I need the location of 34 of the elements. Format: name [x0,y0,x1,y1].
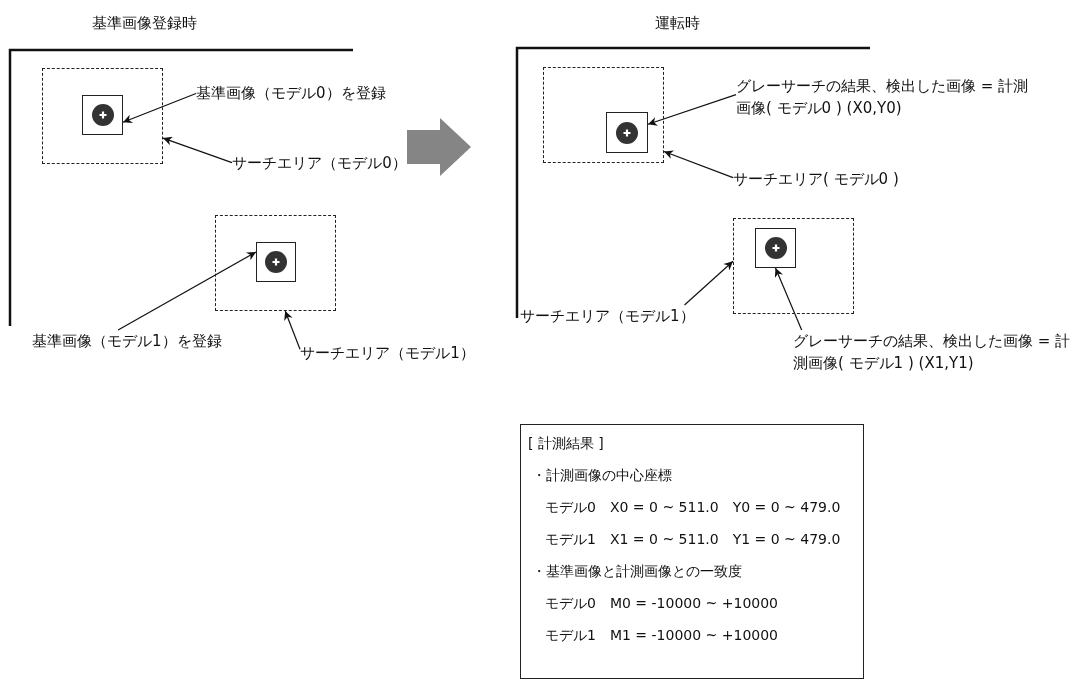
result-line: モデル1 X1 = 0 ~ 511.0 Y1 = 0 ~ 479.0 [545,530,841,549]
arrow [122,92,197,124]
result-line: モデル1 M1 = -10000 ~ +10000 [545,626,778,645]
arrow [663,150,734,179]
image-frame [82,95,123,135]
callout-text: 基準画像（モデル1）を登録 [32,331,223,352]
arrow [284,310,301,350]
arrow [647,94,737,126]
search-area-box [543,67,664,163]
result-line: ・計測画像の中心座標 [532,466,672,485]
search-area-box [215,215,336,311]
panel-heading: [ 計測結果 ] [528,434,604,453]
image-frame [256,242,296,282]
arrow [683,260,734,306]
callout-text: サーチエリア( モデル0 ) [733,169,900,190]
callout-text: サーチエリア（モデル0） [232,153,407,174]
search-area-box [733,218,854,314]
panel-title: 運転時 [655,14,700,33]
result-line: ・基準画像と計測画像との一致度 [532,562,742,581]
panel-title: 基準画像登録時 [92,14,197,33]
result-line: モデル0 M0 = -10000 ~ +10000 [545,594,778,613]
result-line: モデル0 X0 = 0 ~ 511.0 Y0 = 0 ~ 479.0 [545,498,841,517]
image-frame [755,228,796,268]
callout-text: グレーサーチの結果、検出した画像 = 計測画像( モデル1 ) (X1,Y1) [793,331,1072,374]
arrow [162,136,233,164]
arrow [774,267,803,331]
results-panel [520,424,864,679]
callout-text: サーチエリア（モデル1） [300,343,475,364]
arrow [117,251,257,331]
image-frame [606,112,648,153]
callout-text: 基準画像（モデル0）を登録 [196,83,387,104]
callout-text: サーチエリア（モデル1） [520,306,695,327]
search-area-box [42,68,163,164]
callout-text: グレーサーチの結果、検出した画像 = 計測画像( モデル0 ) (X0,Y0) [736,76,1030,119]
